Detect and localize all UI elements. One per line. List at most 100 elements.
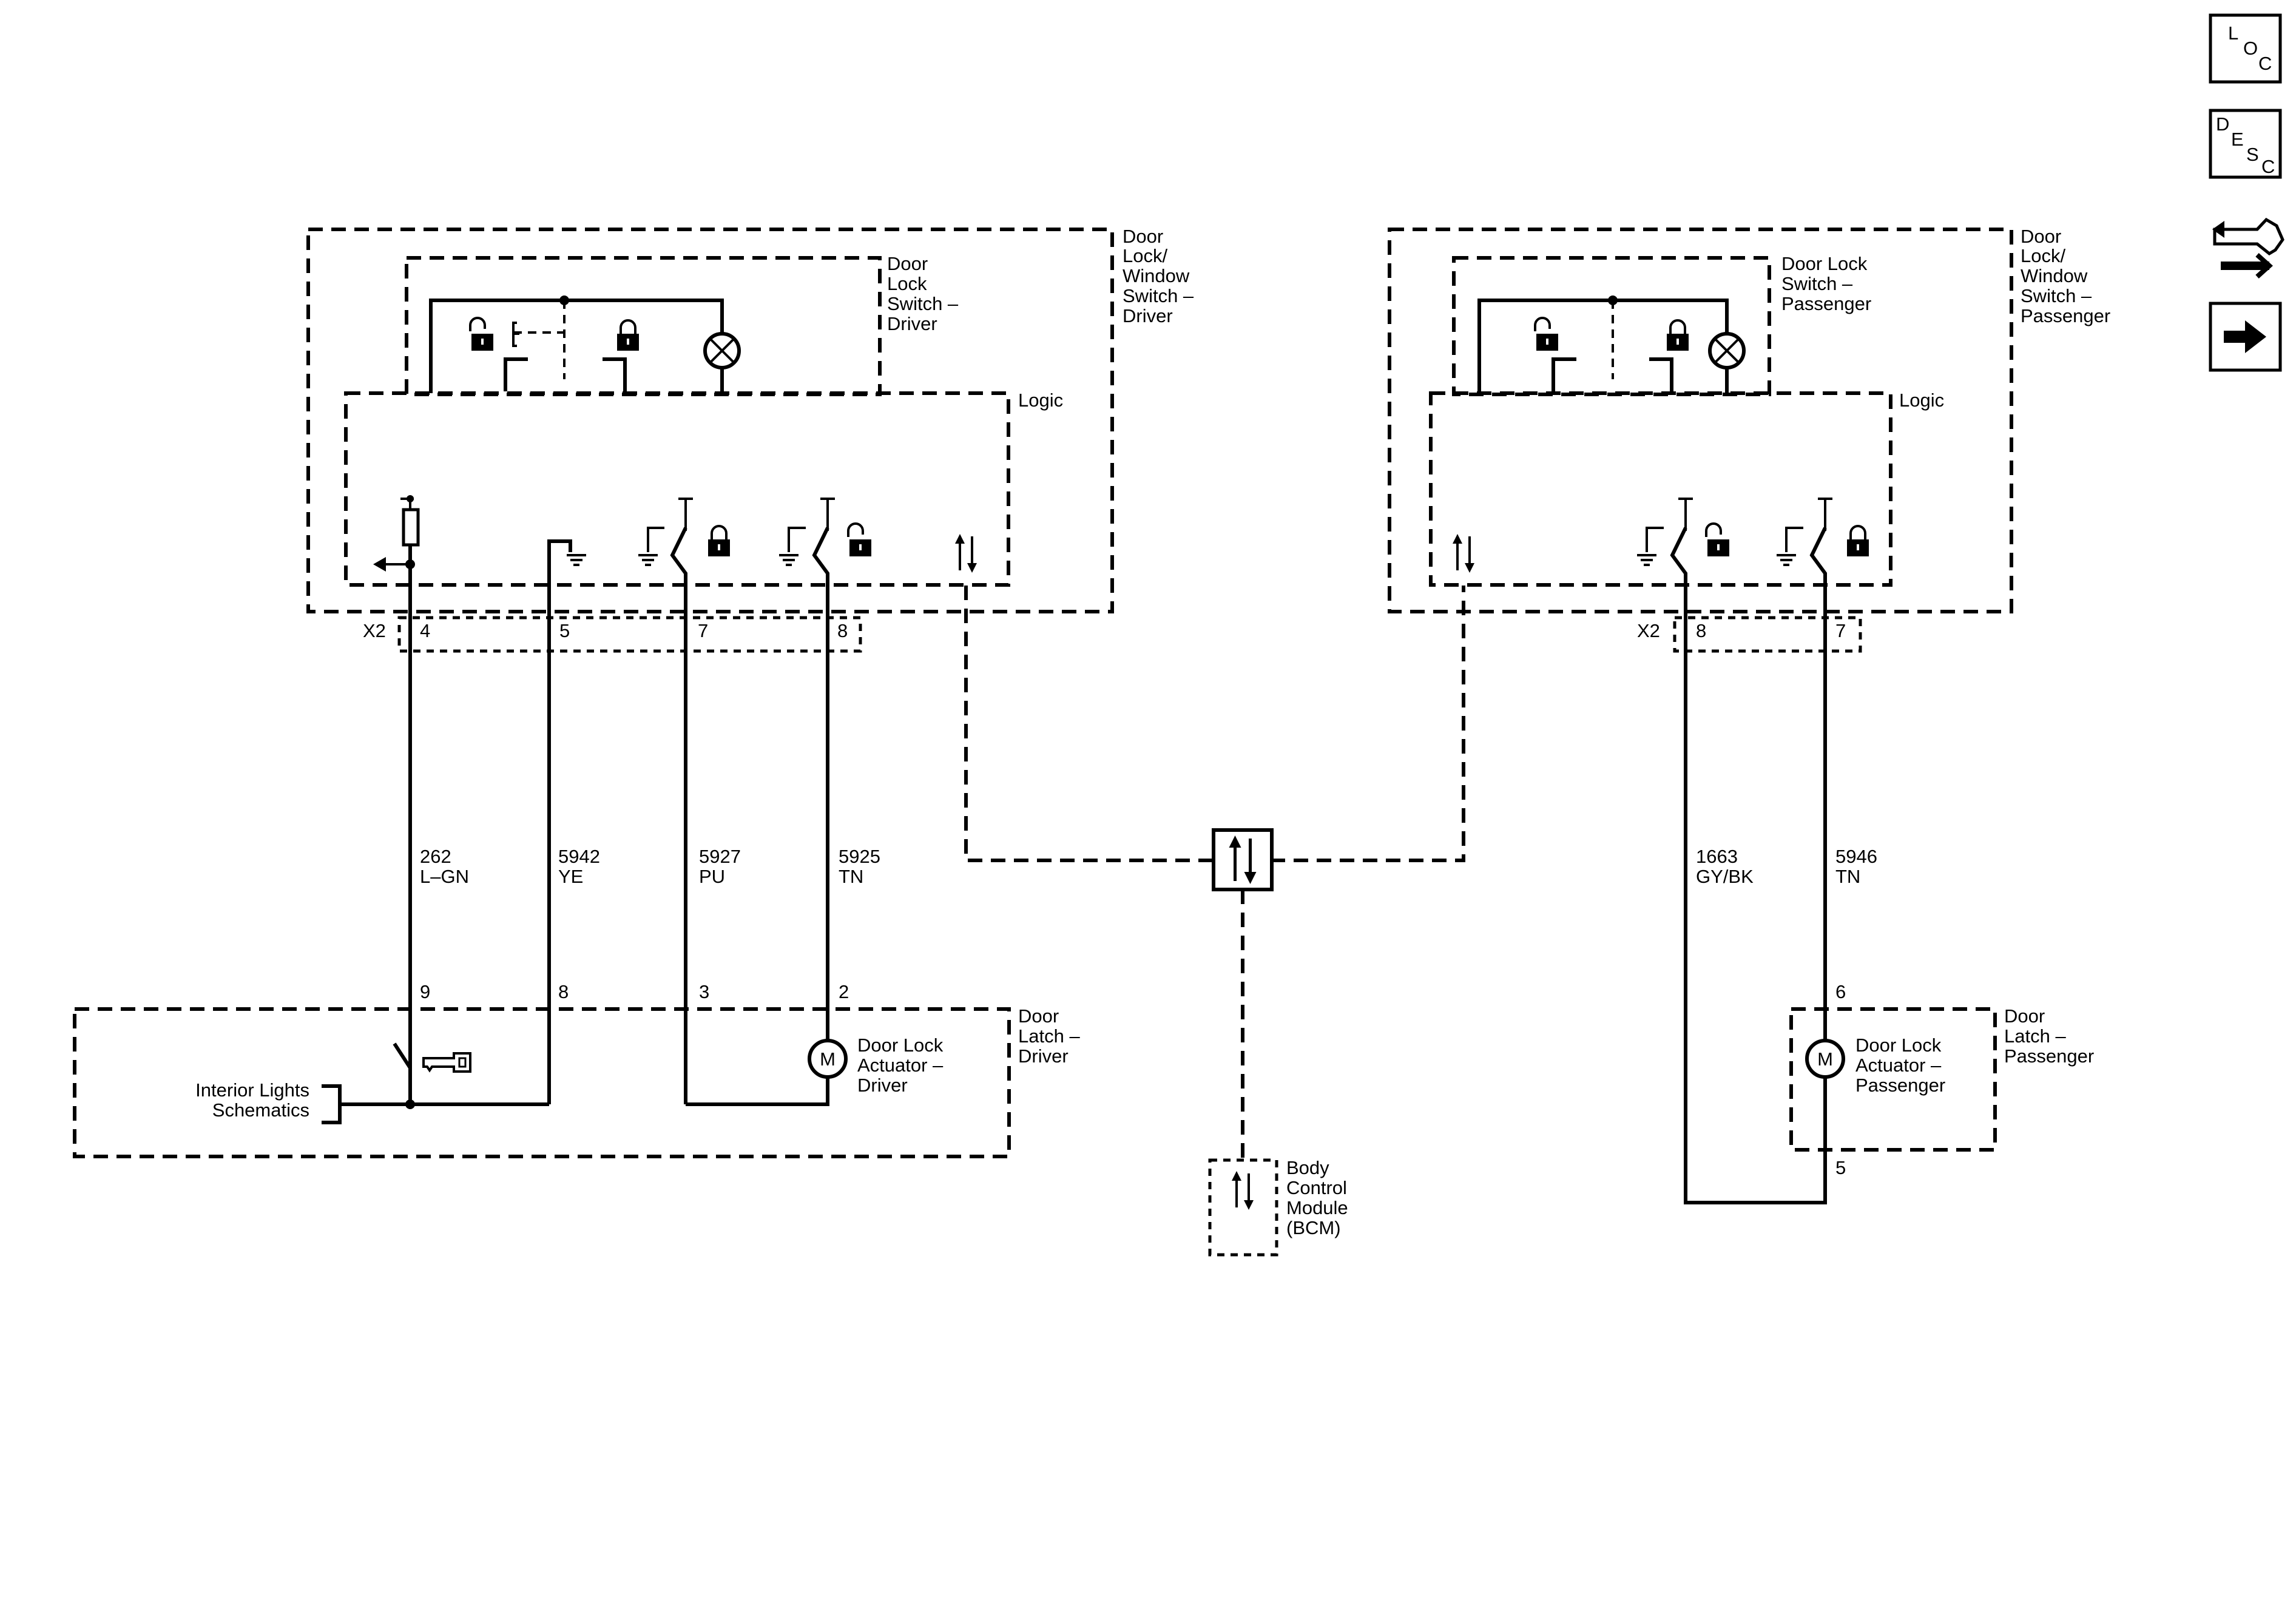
interior-lights-schematics-link[interactable]: Interior Lights Schematics [195, 1079, 309, 1121]
passenger-pin-7: 7 [1835, 620, 1846, 641]
description-button[interactable]: D E S C [2209, 109, 2282, 179]
bidirectional-arrows-icon [1451, 533, 1476, 574]
driver-motor-icon: M [820, 1048, 836, 1070]
desc-letter-s: S [2246, 144, 2259, 165]
loc-letter-l: L [2228, 22, 2238, 44]
ground-icon [1775, 554, 1797, 566]
passenger-lock-switch-label: Door Lock Switch – Passenger [1781, 253, 1871, 314]
svg-text:Driver: Driver [887, 313, 937, 334]
desc-letter-e: E [2231, 129, 2244, 150]
svg-text:Door: Door [1123, 226, 1163, 247]
svg-text:5946: 5946 [1835, 846, 1877, 867]
unlock-icon [1705, 522, 1730, 558]
latch-pin-2: 2 [839, 981, 849, 1002]
driver-pin-8: 8 [837, 620, 848, 641]
passenger-latch-pin-6: 6 [1835, 981, 1846, 1002]
svg-text:5925: 5925 [839, 846, 880, 867]
svg-text:Actuator –: Actuator – [857, 1055, 944, 1076]
passenger-motor-icon: M [1817, 1048, 1833, 1070]
ground-icon [1636, 554, 1658, 566]
svg-text:L–GN: L–GN [420, 866, 469, 887]
svg-text:Passenger: Passenger [2004, 1045, 2094, 1067]
svg-text:Passenger: Passenger [1781, 293, 1871, 314]
location-button[interactable]: L O C [2209, 13, 2282, 84]
passenger-door-latch: M [1789, 1007, 1997, 1156]
passenger-wire-1663: 1663 GY/BK [1696, 846, 1754, 887]
passenger-switch-module-label: Door Lock/ Window Switch – Passenger [2021, 226, 2110, 326]
svg-text:Driver: Driver [1123, 305, 1173, 326]
arrow-right-icon [2224, 320, 2266, 353]
bcm-data-icon [1231, 1170, 1255, 1211]
loc-letter-c: C [2258, 53, 2272, 74]
svg-text:(BCM): (BCM) [1286, 1217, 1341, 1238]
driver-latch-label: Door Latch – Driver [1018, 1005, 1080, 1067]
svg-text:Interior Lights: Interior Lights [195, 1079, 309, 1101]
svg-text:Driver: Driver [1018, 1045, 1069, 1067]
svg-text:Lock/: Lock/ [2021, 245, 2065, 266]
passenger-latch-label: Door Latch – Passenger [2004, 1005, 2094, 1067]
svg-text:Switch –: Switch – [2021, 285, 2092, 306]
passenger-pin-8: 8 [1696, 620, 1706, 641]
svg-text:Door: Door [2004, 1005, 2045, 1027]
unlock-icon [1534, 317, 1559, 352]
svg-text:Body: Body [1286, 1157, 1329, 1178]
svg-text:Switch –: Switch – [887, 293, 959, 314]
latch-pin-9: 9 [420, 981, 430, 1002]
driver-pin-4: 4 [420, 620, 430, 641]
svg-text:YE: YE [558, 866, 583, 887]
ground-icon [637, 554, 659, 566]
driver-pin-5: 5 [559, 620, 570, 641]
ground-icon [566, 554, 587, 566]
passenger-connector-label: X2 [1637, 620, 1660, 641]
ground-icon [778, 554, 800, 566]
svg-text:Module: Module [1286, 1197, 1348, 1218]
svg-text:Window: Window [1123, 265, 1190, 286]
lock-icon [616, 319, 640, 352]
unlock-icon [469, 317, 495, 352]
svg-text:TN: TN [1835, 866, 1860, 887]
driver-wire-262: 262 L–GN [420, 846, 469, 887]
svg-text:Passenger: Passenger [2021, 305, 2110, 326]
serial-data-bus [964, 586, 1465, 1160]
svg-text:Door Lock: Door Lock [857, 1035, 944, 1056]
lock-icon [1666, 319, 1690, 352]
unlock-icon [847, 522, 873, 558]
loc-letter-o: O [2243, 38, 2258, 59]
driver-door-lock-window-switch [306, 228, 1114, 658]
driver-lock-switch-label: Door Lock Switch – Driver [887, 253, 959, 334]
driver-wire-5925: 5925 TN [839, 846, 880, 887]
driver-actuator-label: Door Lock Actuator – Driver [857, 1035, 944, 1096]
svg-text:Actuator –: Actuator – [1855, 1055, 1942, 1076]
svg-text:5942: 5942 [558, 846, 600, 867]
svg-text:Latch –: Latch – [1018, 1025, 1080, 1047]
driver-wire-5942: 5942 YE [558, 846, 600, 887]
svg-text:5927: 5927 [699, 846, 741, 867]
svg-text:Passenger: Passenger [1855, 1075, 1945, 1096]
svg-text:Door Lock: Door Lock [1855, 1035, 1942, 1056]
lock-icon [1846, 525, 1870, 558]
desc-letter-c: C [2261, 156, 2275, 177]
svg-text:Switch –: Switch – [1781, 273, 1853, 294]
svg-text:Door: Door [1018, 1005, 1059, 1027]
svg-text:1663: 1663 [1696, 846, 1738, 867]
lock-icon [707, 525, 731, 558]
svg-text:TN: TN [839, 866, 863, 887]
next-arrow-button[interactable] [2209, 302, 2282, 372]
svg-text:Driver: Driver [857, 1075, 908, 1096]
repair-procedure-icon[interactable] [2212, 217, 2284, 279]
driver-door-latch: M [73, 1007, 1011, 1158]
svg-text:Control: Control [1286, 1177, 1347, 1198]
driver-switch-module-label: Door Lock/ Window Switch – Driver [1123, 226, 1194, 326]
body-control-module: Body Control Module (BCM) [1208, 1157, 1348, 1257]
key-icon [422, 1052, 471, 1073]
svg-text:Schematics: Schematics [212, 1099, 309, 1121]
driver-logic-label: Logic [1018, 390, 1063, 411]
latch-pin-8: 8 [558, 981, 569, 1002]
svg-text:262: 262 [420, 846, 451, 867]
passenger-wire-5946: 5946 TN [1835, 846, 1877, 887]
svg-text:Door Lock: Door Lock [1781, 253, 1868, 274]
svg-text:Door: Door [2021, 226, 2061, 247]
svg-text:PU: PU [699, 866, 725, 887]
svg-text:Window: Window [2021, 265, 2088, 286]
